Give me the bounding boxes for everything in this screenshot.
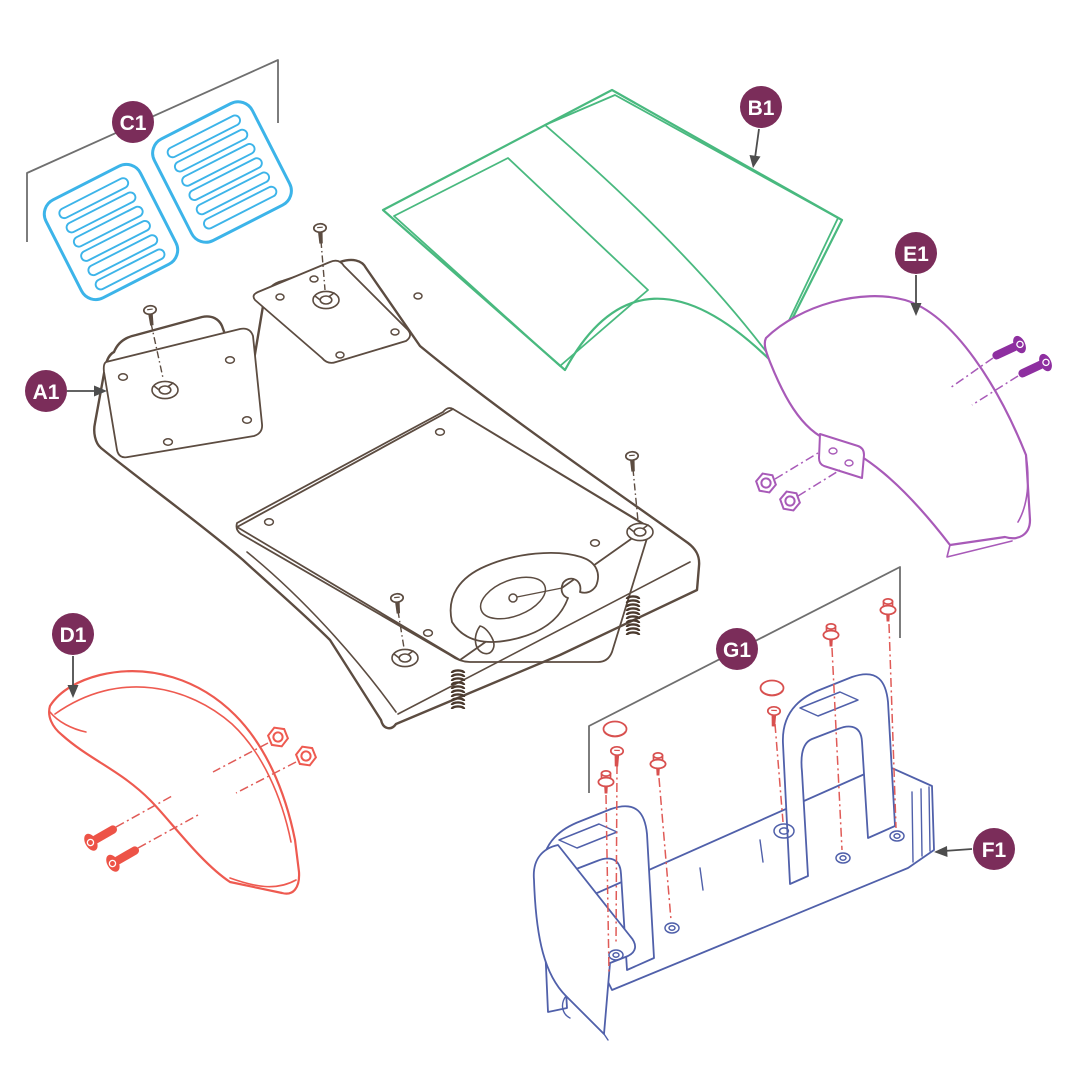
plate-handle-plateau	[449, 552, 599, 643]
callout-d1: D1	[52, 613, 94, 655]
nut-icon	[753, 471, 779, 495]
plate-right-mount	[252, 259, 411, 364]
callout-e1-text: E1	[903, 243, 929, 266]
callout-f1: F1	[973, 828, 1015, 870]
pedal-pad-right	[151, 100, 293, 244]
cap-icon	[759, 679, 785, 697]
callout-c1: C1	[112, 101, 154, 143]
countersunk-hole	[391, 648, 419, 668]
callout-e1: E1	[895, 232, 937, 274]
screw-icon	[624, 450, 641, 473]
screw-icon	[142, 304, 159, 327]
bolt-icon	[80, 818, 122, 854]
flange-bolt-icon	[879, 598, 897, 623]
callout-g1: G1	[716, 628, 758, 670]
bolt-icon	[102, 839, 144, 875]
flange-bolt-icon	[649, 752, 667, 777]
screw-icon	[766, 705, 782, 728]
countersunk-hole	[312, 290, 340, 310]
callout-a1-text: A1	[33, 381, 60, 404]
flange-bolt-icon	[597, 770, 615, 795]
plate-hook-notch	[474, 625, 495, 655]
rear-fender-mount-plate	[818, 433, 865, 479]
countersunk-hole	[626, 522, 654, 542]
rear-fender-body	[763, 295, 1032, 547]
part-honeycomb-floor-mat	[381, 88, 844, 372]
callout-f1-text: F1	[982, 839, 1007, 862]
callout-b1-text: B1	[748, 97, 775, 120]
callout-b1: B1	[740, 86, 782, 128]
bolt-icon	[988, 333, 1030, 367]
mat-tread-band-left	[393, 157, 649, 367]
countersunk-hole	[151, 380, 179, 400]
callout-arrows	[67, 128, 973, 857]
part-mounting-bracket	[532, 673, 935, 1041]
callout-d1-text: D1	[60, 624, 87, 647]
nut-icon	[293, 744, 319, 768]
callout-a1: A1	[25, 370, 67, 412]
bolt-icon	[1014, 351, 1056, 385]
bracket-arch-right	[782, 673, 896, 885]
part-rear-fender	[753, 295, 1056, 558]
cap-icon	[602, 720, 628, 738]
part-front-fender	[48, 670, 319, 895]
bracket-front-flap	[532, 844, 636, 1035]
nut-icon	[777, 489, 803, 513]
plate-left-mount	[102, 327, 263, 459]
nut-icon	[265, 725, 291, 749]
pedal-pad-left	[42, 162, 180, 302]
callout-g1-text: G1	[723, 639, 751, 662]
part-pedal-pads	[42, 100, 293, 302]
screw-icon	[312, 222, 329, 245]
part-floorboard-plate	[93, 222, 701, 730]
part-fastener-kit	[597, 598, 897, 973]
flange-bolt-icon	[822, 623, 840, 648]
front-fender-body	[48, 670, 301, 895]
callout-c1-text: C1	[120, 112, 147, 135]
screw-icon	[609, 745, 625, 768]
